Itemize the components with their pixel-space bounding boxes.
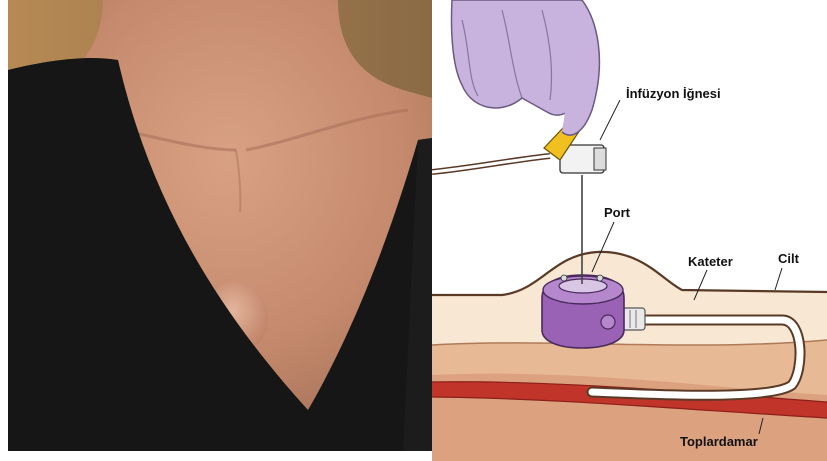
needle-label: İnfüzyon İğnesi [626,86,721,101]
port-diagram-canvas: İnfüzyon İğnesi Port Kateter Cilt Toplar… [432,0,827,461]
skin-label: Cilt [778,251,800,266]
port-diagram: İnfüzyon İğnesi Port Kateter Cilt Toplar… [432,0,827,461]
port-label: Port [604,205,631,220]
port-side-hole [601,315,615,329]
catheter-label: Kateter [688,254,733,269]
chest-photo-canvas [8,0,432,451]
vein-label: Toplardamar [680,434,758,449]
chest-photo [8,0,432,451]
